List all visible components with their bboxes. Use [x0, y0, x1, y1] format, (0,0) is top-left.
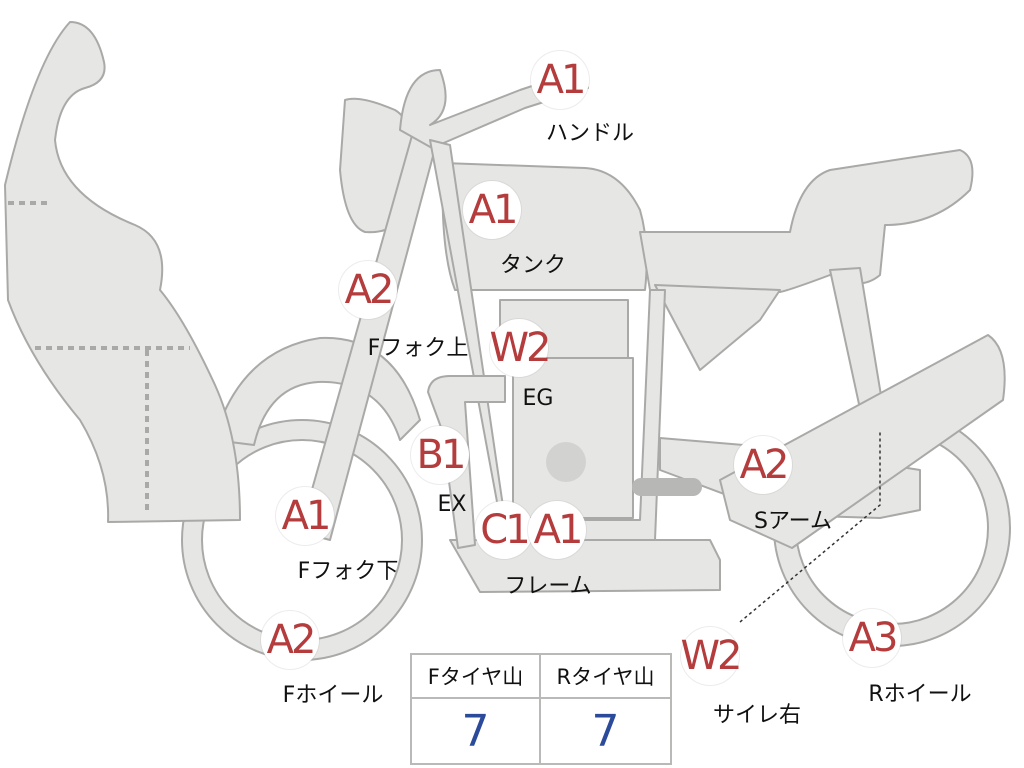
- label-handle: ハンドル: [545, 121, 635, 146]
- grade-marker-handle[interactable]: A1: [531, 51, 589, 109]
- muffler: [719, 334, 1006, 549]
- grade-marker-frame-c1[interactable]: C1: [475, 501, 533, 559]
- grade-marker-r-wheel[interactable]: A3: [843, 609, 901, 667]
- label-tank: タンク: [499, 253, 567, 278]
- label-f-wheel: Fホイール: [282, 683, 384, 708]
- label-eg: EG: [522, 386, 554, 411]
- tire-tread-table: Fタイヤ山 Rタイヤ山 7 7: [410, 653, 672, 765]
- seat: [639, 149, 974, 293]
- grade-marker-f-wheel[interactable]: A2: [261, 611, 319, 669]
- engine: [499, 299, 634, 519]
- rear-tire-value: 7: [591, 705, 620, 757]
- label-s-arm: Sアーム: [754, 509, 832, 534]
- label-ex: EX: [437, 492, 467, 517]
- label-frame: フレーム: [504, 574, 592, 599]
- label-f-fork-upper: Fフォク上: [367, 336, 469, 361]
- grade-marker-f-fork-lower[interactable]: A1: [276, 487, 334, 545]
- grade-marker-s-arm[interactable]: A2: [734, 436, 792, 494]
- grade-marker-tank[interactable]: A1: [463, 181, 521, 239]
- label-f-fork-lower: Fフォク下: [297, 559, 399, 584]
- grade-marker-muffler-right[interactable]: W2: [681, 627, 743, 685]
- rear-tire-header: Rタイヤ山: [541, 655, 670, 699]
- grade-marker-ex[interactable]: B1: [411, 426, 469, 484]
- front-tire-value: 7: [412, 699, 541, 763]
- grade-marker-frame-a1[interactable]: A1: [528, 501, 586, 559]
- label-r-wheel: Rホイール: [868, 682, 972, 707]
- front-tire-header: Fタイヤ山: [412, 655, 541, 699]
- front-fairing: [4, 21, 241, 523]
- grade-marker-f-fork-upper[interactable]: A2: [339, 261, 397, 319]
- leader-line: [739, 432, 881, 623]
- side-cover: [654, 284, 781, 371]
- grade-marker-eg[interactable]: W2: [490, 319, 552, 377]
- label-muffler-right: サイレ右: [712, 703, 802, 728]
